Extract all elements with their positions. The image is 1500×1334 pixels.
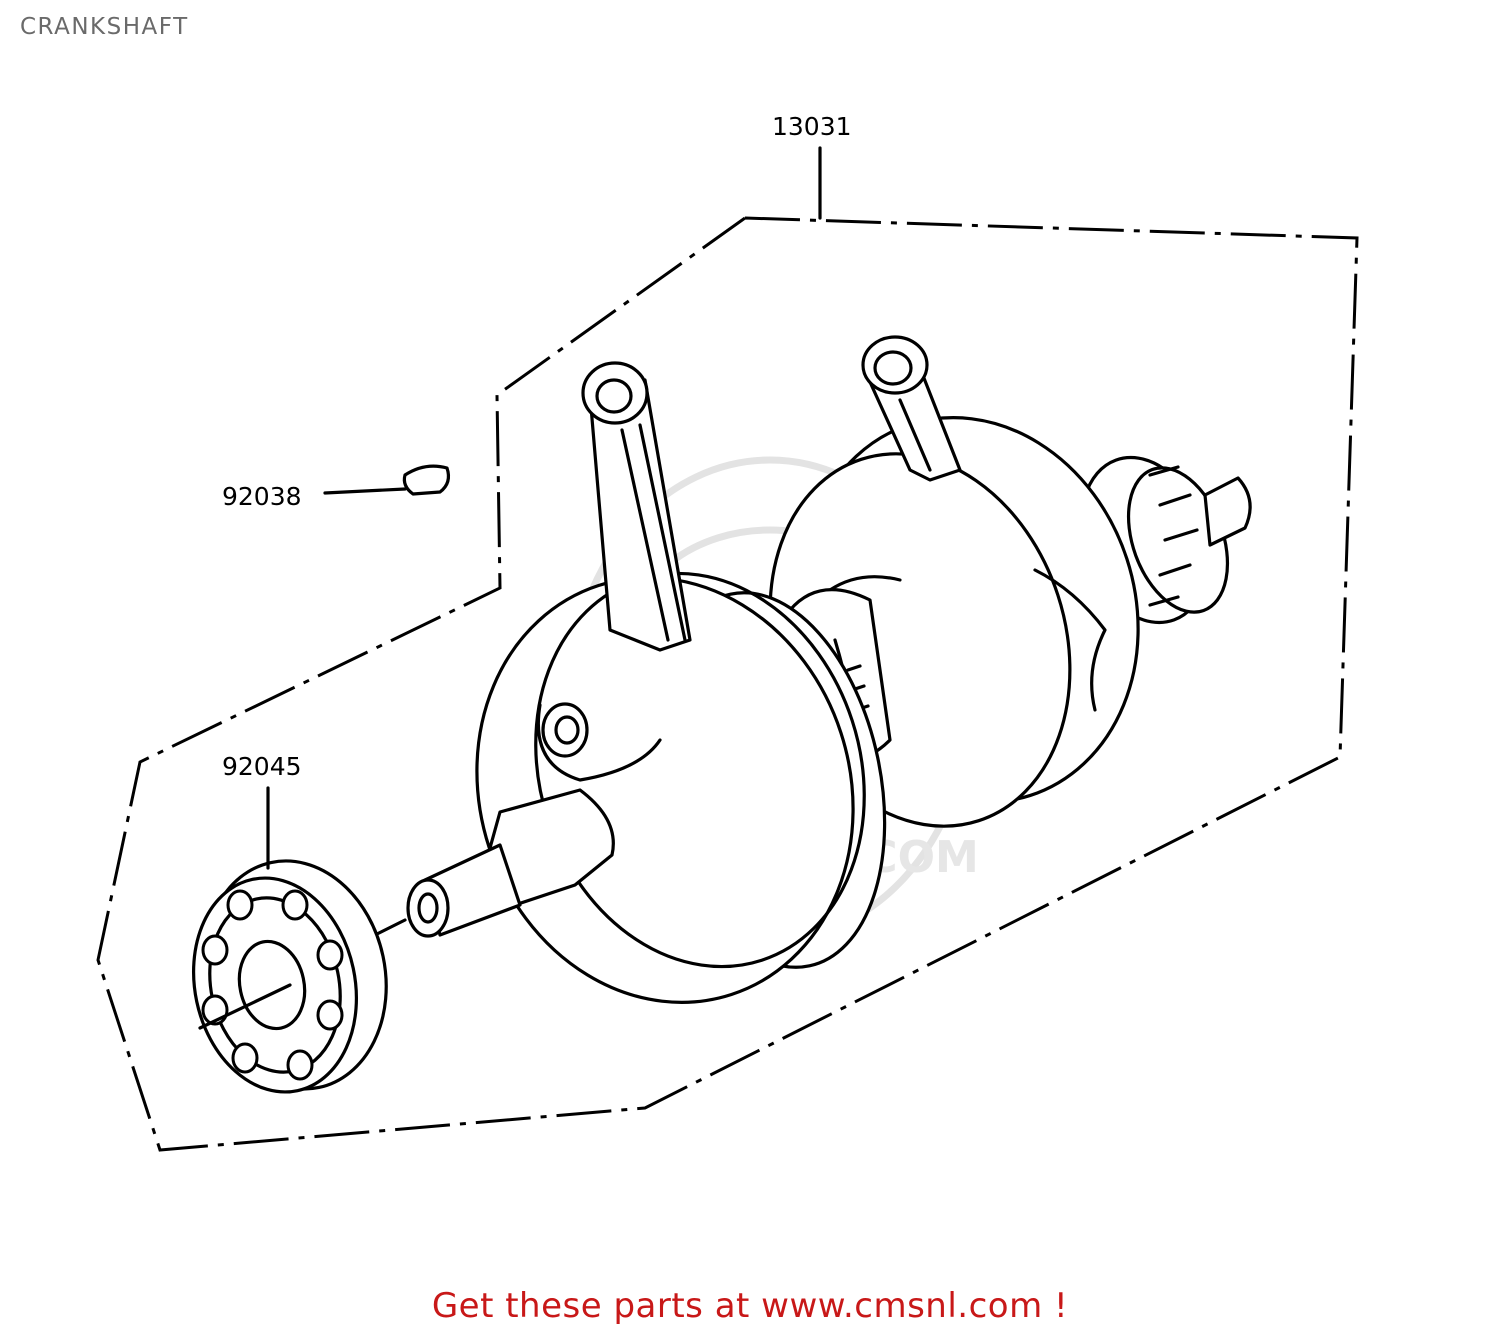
left-connecting-rod	[581, 361, 692, 652]
footer-link[interactable]: Get these parts at www.cmsnl.com !	[431, 1286, 1069, 1326]
ball-bearing-drawing	[191, 859, 388, 1094]
crankshaft-drawing	[373, 335, 1252, 1004]
page-title: CRANKSHAFT	[20, 14, 189, 40]
left-shaft	[373, 788, 615, 938]
leader-92038	[323, 487, 407, 495]
assembly-boundary	[96, 216, 1359, 1152]
part-number-13031[interactable]: 13031	[772, 112, 852, 141]
woodruff-key-drawing	[402, 464, 451, 496]
left-crank-web	[475, 571, 887, 1004]
part-number-92038[interactable]: 92038	[222, 482, 302, 511]
right-connecting-rod	[861, 335, 962, 482]
part-number-92045[interactable]: 92045	[222, 752, 302, 781]
